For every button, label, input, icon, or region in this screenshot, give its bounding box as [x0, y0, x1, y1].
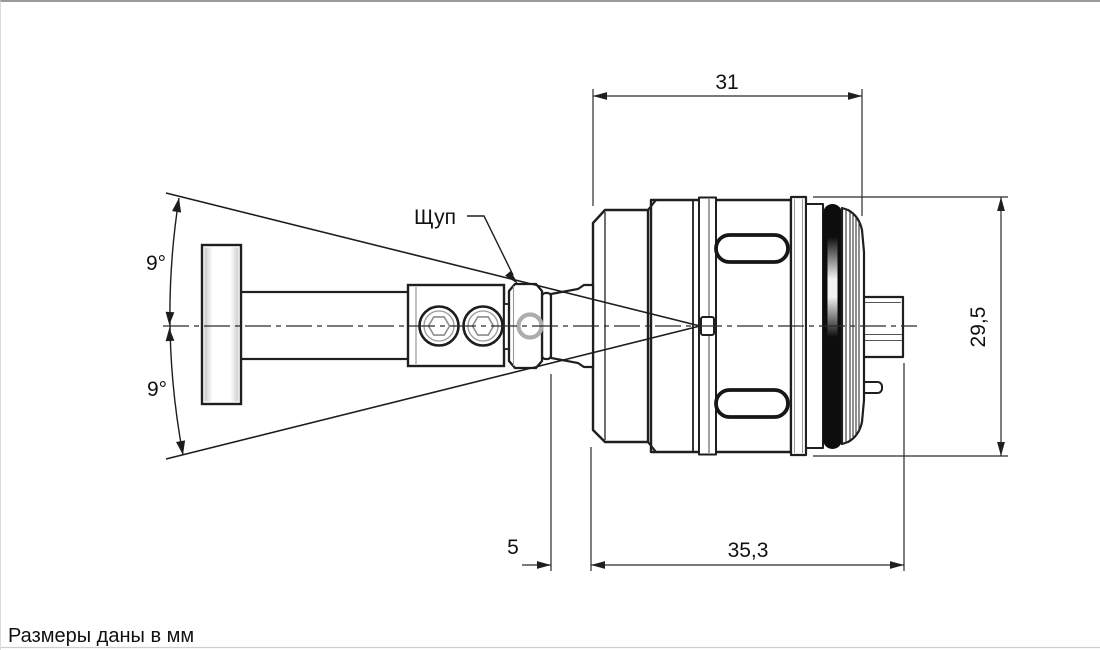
dim-29-5-value: 29,5 — [967, 307, 990, 348]
cone-line-lower — [165, 325, 701, 460]
dim-5-value: 5 — [507, 536, 519, 559]
angle-label-upper: 9° — [146, 252, 166, 275]
rear-connector — [857, 295, 905, 359]
arc-arrow-center-lower — [165, 328, 175, 342]
step-chamfer-top — [647, 199, 657, 211]
stylus-callout: Щуп — [414, 206, 518, 284]
tapered-neck — [549, 283, 595, 369]
units-caption: Размеры даны в мм — [8, 625, 194, 647]
arc-arrow-bottom — [176, 440, 186, 455]
arc-arrow-center-upper — [165, 311, 175, 325]
slot-top — [714, 233, 790, 264]
swing-angle-construction: 9° 9° — [146, 192, 701, 460]
slot-bottom — [714, 388, 790, 419]
stylus-leader-arrow — [505, 270, 518, 284]
dimension-31: 31 — [592, 71, 863, 216]
angle-label-lower: 9° — [147, 378, 167, 401]
stylus-assembly — [200, 243, 595, 406]
dimension-35-3: 35,3 — [590, 363, 905, 571]
dim-31-value: 31 — [715, 71, 738, 94]
arc-arrow-top — [172, 198, 182, 213]
dim-35-3-value: 35,3 — [728, 539, 769, 562]
stylus-label: Щуп — [414, 206, 456, 229]
dimensions: 31 29,5 35,3 5 — [507, 71, 1008, 571]
stylus-leader-line — [467, 215, 514, 276]
dimension-5: 5 — [507, 374, 552, 571]
cone-line-upper — [165, 192, 701, 327]
step-chamfer-bottom — [647, 441, 657, 453]
stylus-disc — [200, 243, 243, 406]
dimension-29-5: 29,5 — [813, 196, 1008, 457]
